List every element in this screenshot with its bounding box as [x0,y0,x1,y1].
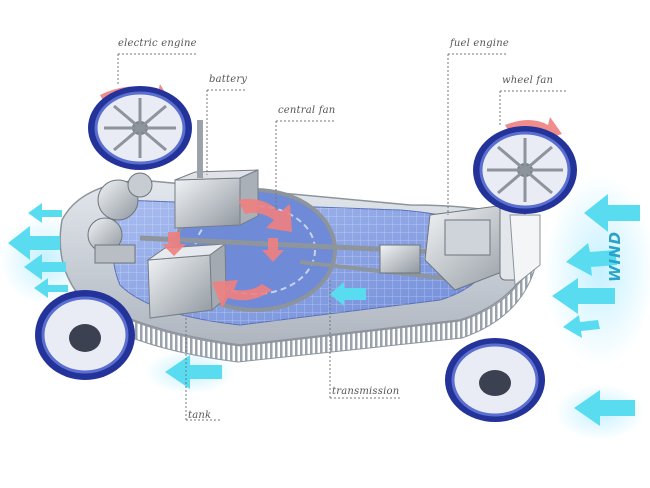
tank-box [146,243,227,319]
label-central-fan: central fan [278,105,336,116]
label-transmission: transmission [332,386,400,397]
wind-arrows [8,194,640,426]
wind-arrow-right-5 [574,390,635,426]
interior-flow-arrow [330,282,366,306]
wheel-rear-left [35,290,135,380]
leader-battery [206,89,246,175]
leader-fuel-engine [447,53,508,215]
wheel-rear-right [445,338,545,422]
leader-wheel-fan [499,90,566,125]
battery-box [174,120,259,229]
label-electric-engine: electric engine [118,38,197,49]
leader-lines [117,53,566,421]
label-tank: tank [188,410,212,421]
fuel-engine [424,199,541,291]
wind-arrow-right-1 [584,194,640,232]
wheel-front-left [88,86,192,170]
wind-arrow-bottom-left [165,355,222,389]
label-fuel-engine: fuel engine [450,38,509,49]
wind-arrow-left-4 [34,278,68,298]
wind-arrow-right-3 [552,278,615,314]
leader-electric-engine [117,53,196,85]
transmission-shaft [139,235,461,282]
battery-down-arrow [162,232,186,256]
label-wheel-fan: wheel fan [502,75,554,86]
central-fan-arrow-lower [212,280,272,308]
leader-central-fan [275,120,336,210]
label-battery: battery [209,74,248,85]
shaft-down-arrow [262,238,284,262]
electric-engine [87,172,153,264]
wheel-front-right [473,126,577,214]
central-fan-arrow-upper [238,198,292,232]
wind-arrow-left-2 [24,254,66,280]
leader-tank [185,318,221,421]
wind-arrow-left-1 [8,226,60,260]
wind-label: WIND [606,230,624,282]
wind-arrow-right-2 [566,243,617,276]
wind-arrow-left-3 [28,203,62,223]
wind-arrow-right-4 [563,315,600,338]
